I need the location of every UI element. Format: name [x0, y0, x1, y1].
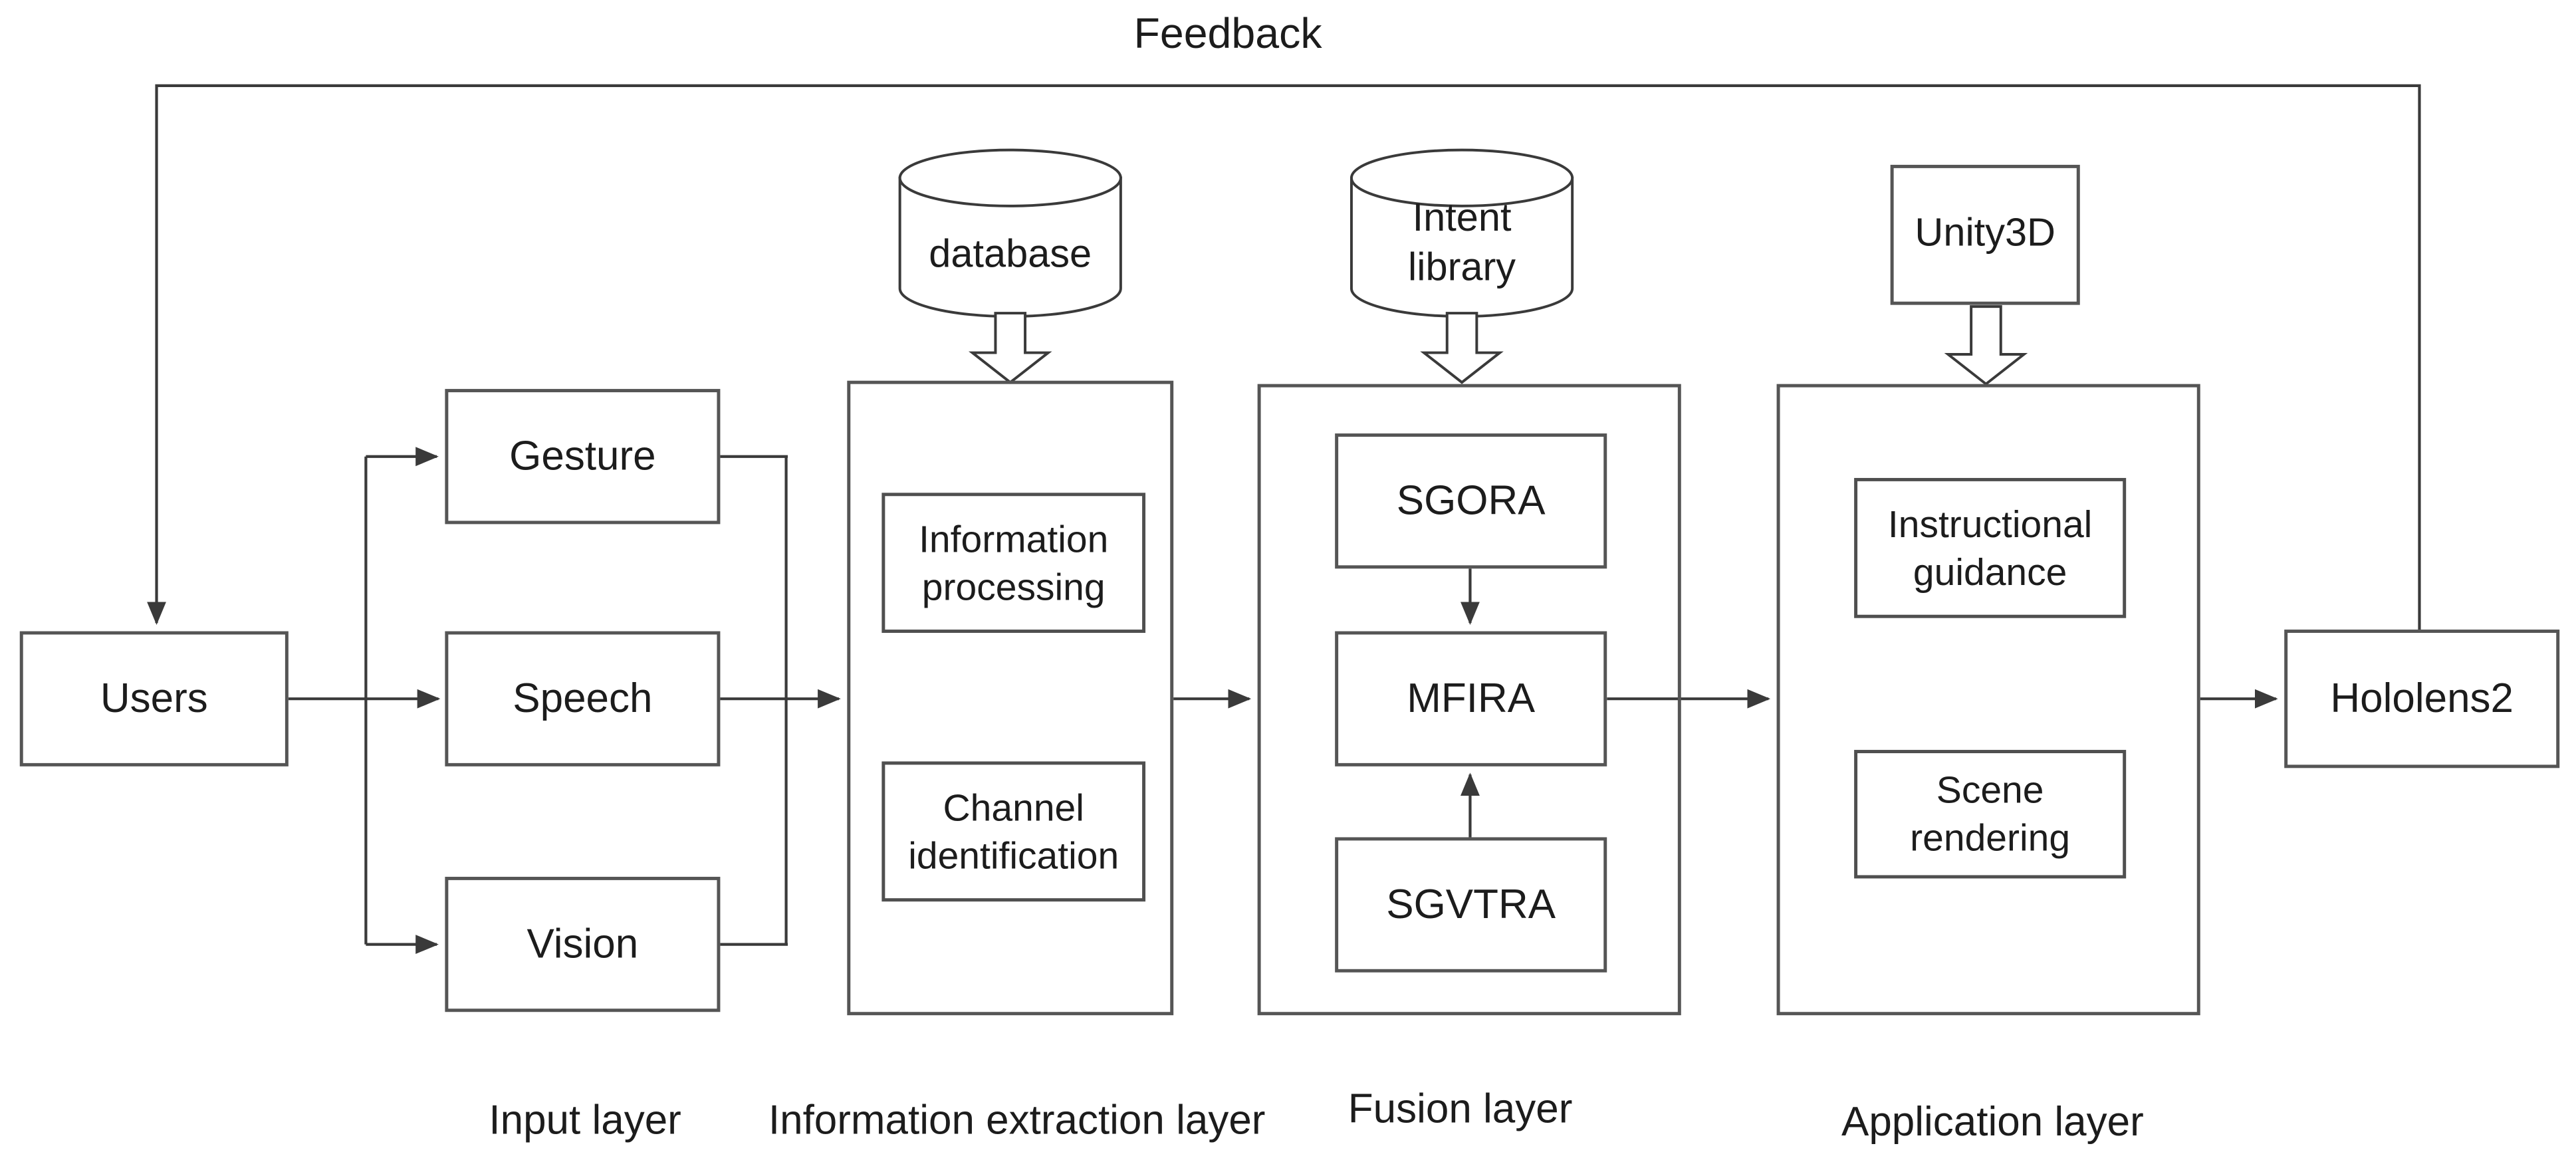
scene-rendering-node: Scene rendering: [1854, 750, 2127, 879]
fusion-layer-box: [1257, 384, 1681, 1016]
unity3d-block-arrow-icon: [1944, 305, 2028, 386]
mfira-node: MFIRA: [1335, 631, 1607, 766]
database-cylinder-icon: [898, 148, 1122, 318]
feedback-label: Feedback: [1133, 8, 1322, 58]
information-processing-node: Information processing: [881, 493, 1146, 634]
users-node: Users: [19, 631, 289, 766]
application-layer-caption: Application layer: [1841, 1099, 2144, 1146]
gesture-node: Gesture: [445, 389, 721, 525]
information-extraction-layer-box: [847, 380, 1174, 1016]
hololens2-node: Hololens2: [2284, 630, 2560, 768]
instructional-guidance-node: Instructional guidance: [1854, 477, 2127, 618]
application-layer-box: [1776, 384, 2200, 1016]
speech-node: Speech: [445, 631, 721, 766]
vision-node: Vision: [445, 876, 721, 1012]
fusion-layer-caption: Fusion layer: [1347, 1086, 1573, 1133]
database-block-arrow-icon: [968, 312, 1052, 384]
sgvtra-node: SGVTRA: [1335, 837, 1607, 973]
input-layer-caption: Input layer: [489, 1098, 681, 1144]
feedback-connector: [147, 84, 2421, 630]
information-extraction-layer-caption: Information extraction layer: [768, 1098, 1266, 1144]
channel-identification-node: Channel identification: [881, 761, 1146, 902]
database-label: database: [929, 232, 1092, 277]
intent-library-block-arrow-icon: [1420, 312, 1504, 384]
sgora-node: SGORA: [1335, 433, 1607, 569]
intent-library-label: Intent library: [1408, 196, 1516, 291]
unity3d-node: Unity3D: [1890, 164, 2080, 305]
